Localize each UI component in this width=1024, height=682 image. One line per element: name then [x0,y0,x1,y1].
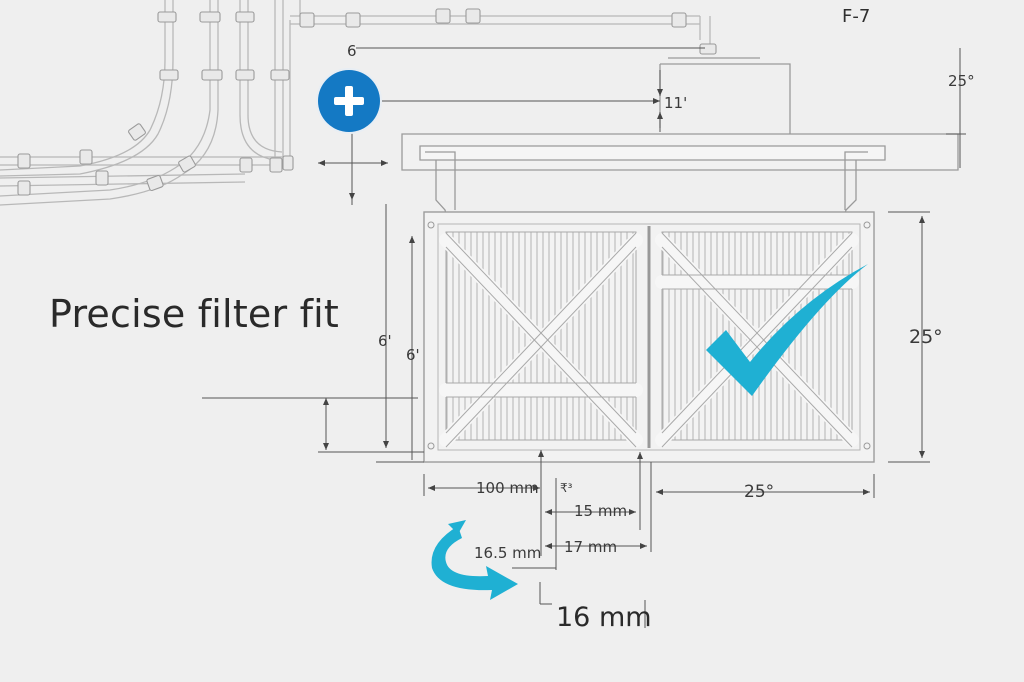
dim-width-right: 25° [744,482,775,502]
dim-top-right-height: 25° [948,72,975,90]
checkmark-icon [706,264,868,396]
dim-right-height: 25° [909,326,943,348]
dimension-lines [202,47,966,628]
dim-gap-b: 17 mm [564,538,618,556]
dim-final: 16 mm [556,602,652,633]
dim-width-left: 100 mm [476,479,539,497]
dim-left-height-inner: 6' [406,346,420,364]
plenum-housing [401,57,959,223]
filter-frame [423,211,875,463]
rotate-arrow-icon [431,520,518,600]
headline: Precise filter fit [49,292,340,336]
add-button[interactable] [318,70,380,132]
dim-left-height-outer: 6' [378,332,392,350]
dim-gap-a: 15 mm [574,502,628,520]
dim-small-mark: ₹³ [560,481,573,495]
dim-offset: 16.5 mm [474,544,542,562]
dim-plenum-gap: 11' [664,94,688,112]
pipe-couplings [17,8,717,196]
figure-id: F-7 [842,6,871,27]
dim-duct-drop: 6 [347,42,357,60]
